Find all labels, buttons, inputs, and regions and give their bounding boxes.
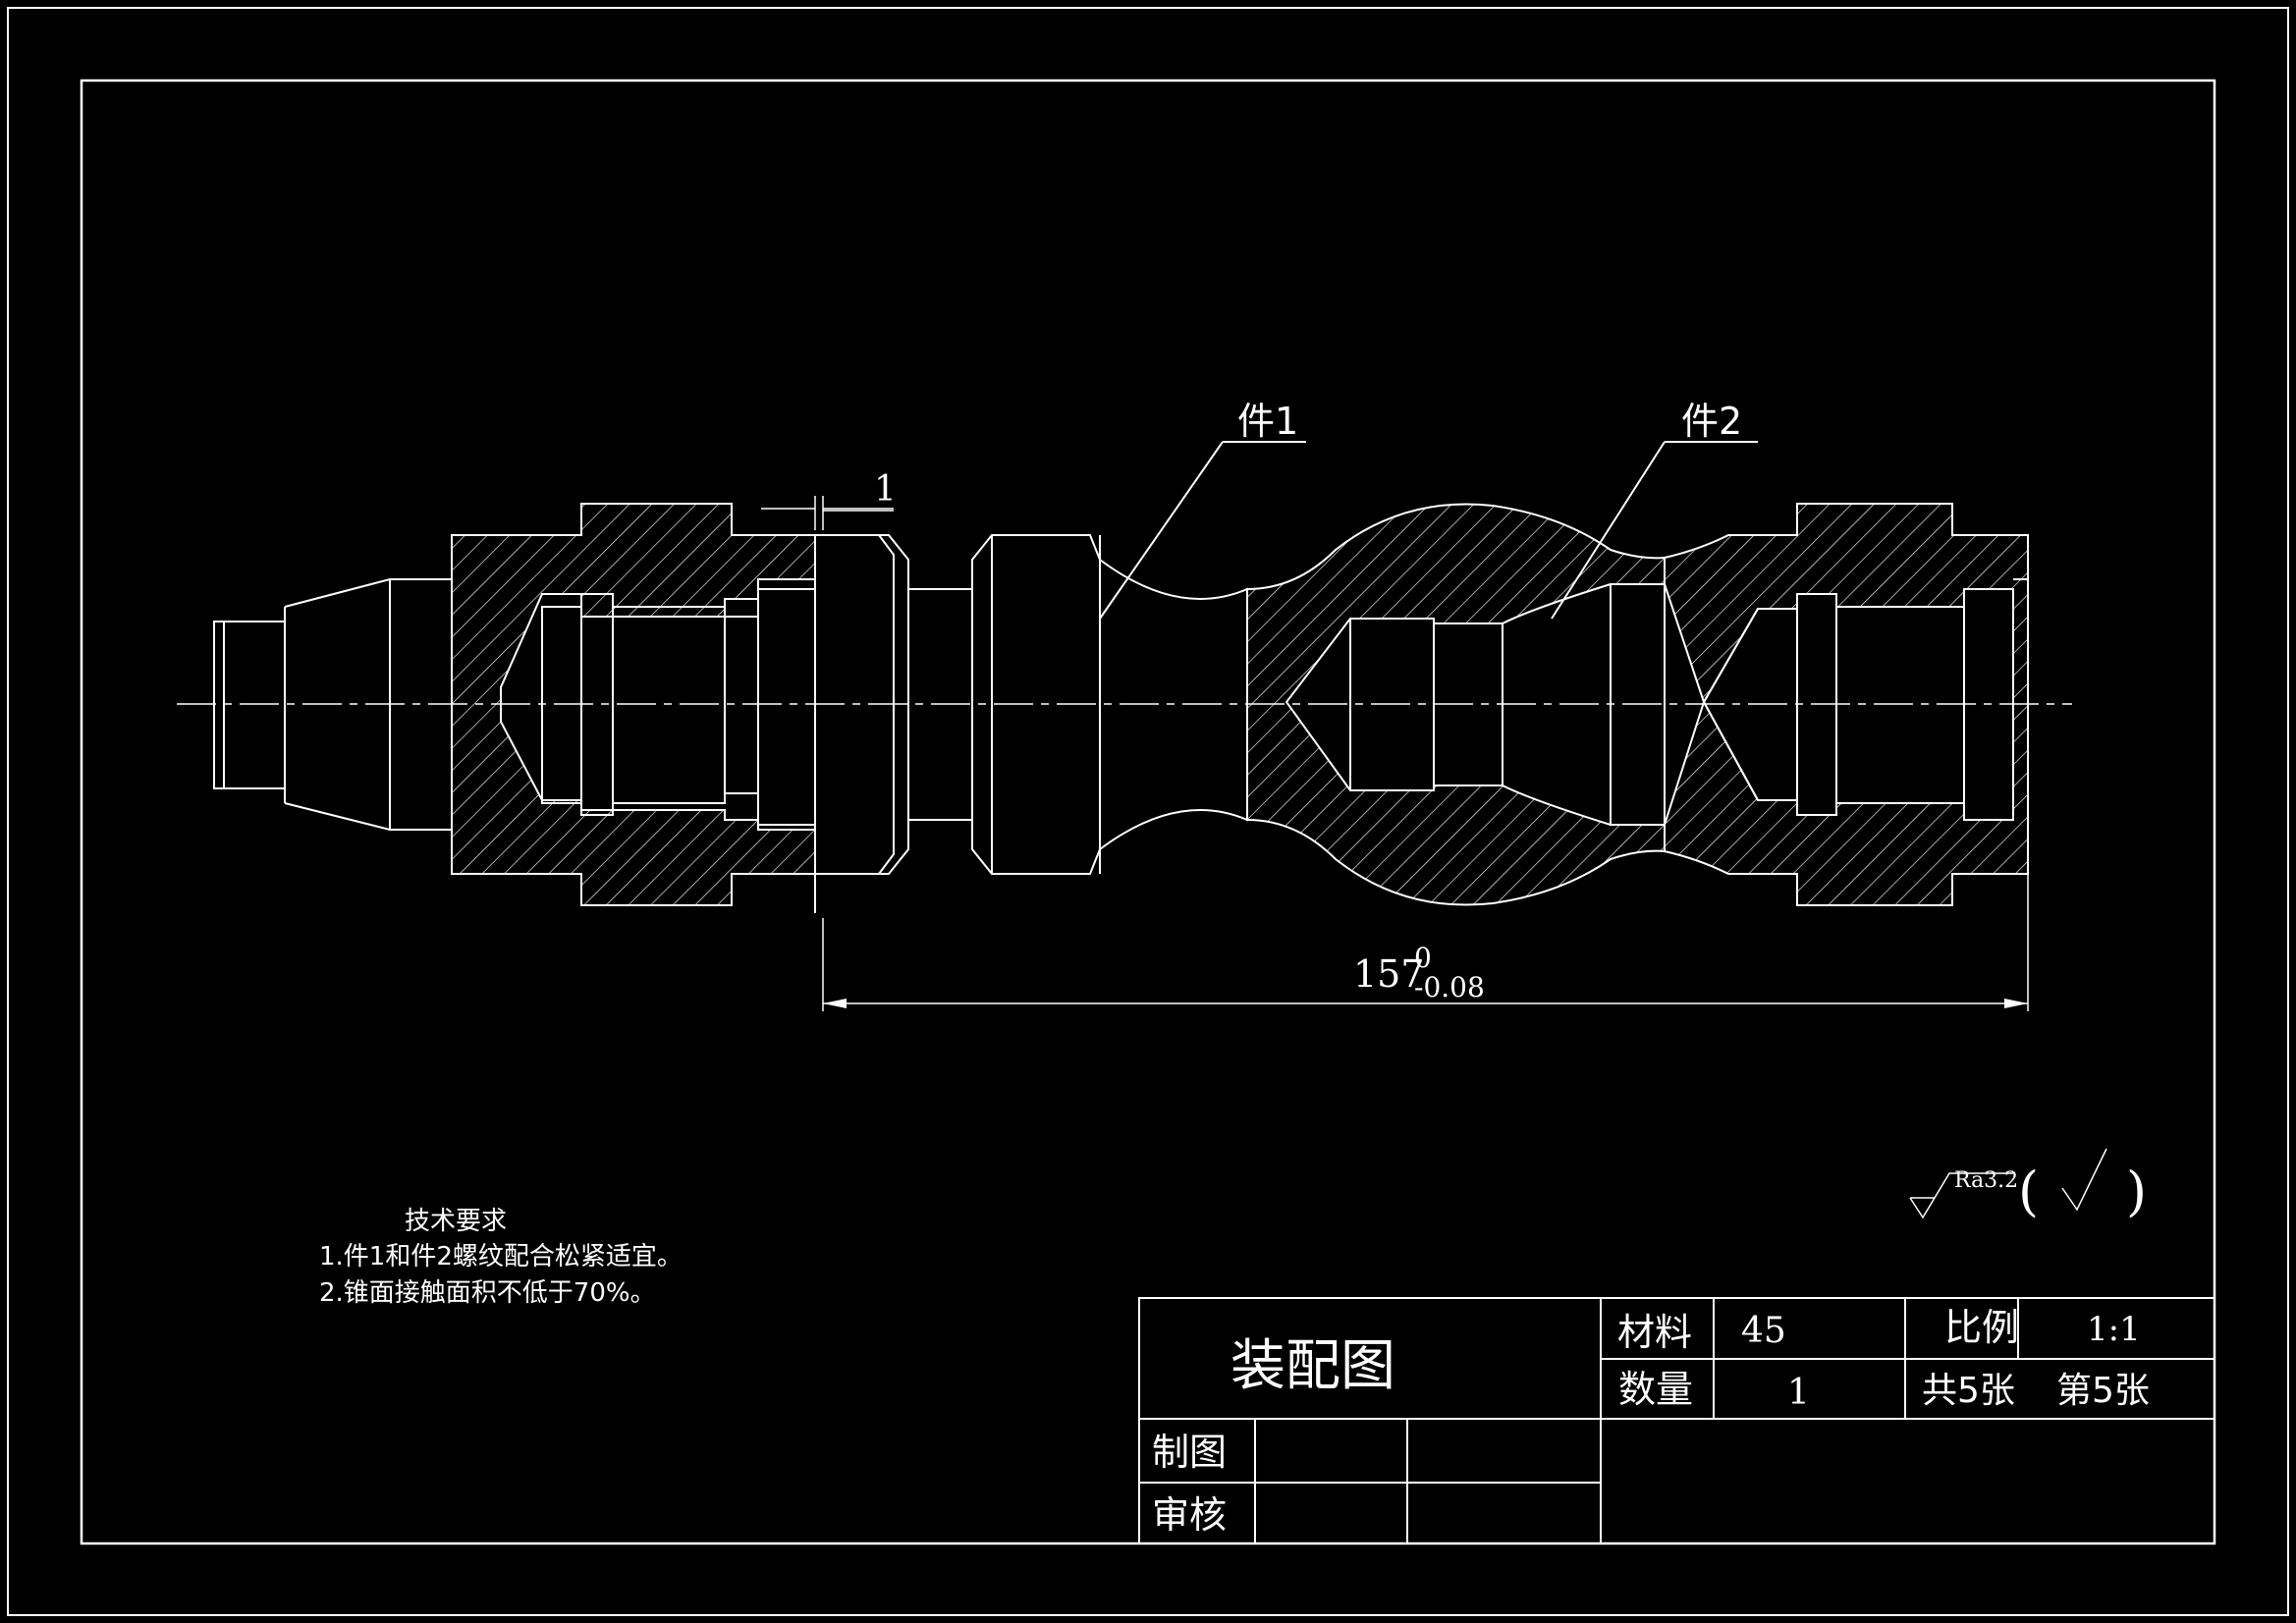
dimension-gap-value: 1: [874, 469, 897, 510]
surface-finish-symbol: [1909, 1148, 2107, 1219]
part-drawing: [177, 441, 2215, 1544]
sheets-total: 共5张: [1922, 1371, 2015, 1411]
sheet-number: 第5张: [2056, 1371, 2150, 1411]
tech-requirements-heading: 技术要求: [405, 1207, 507, 1236]
surface-finish-text: Ra3.2: [1954, 1168, 2018, 1193]
quantity-value: 1: [1787, 1373, 1810, 1413]
title-block-grid: [1138, 1297, 2215, 1544]
dimension-length-tol-lower: -0.08: [1414, 971, 1485, 1003]
dimension-lines: [761, 496, 2029, 1011]
material-value: 45: [1741, 1311, 1786, 1351]
dimension-length-base: 157: [1353, 952, 1425, 996]
tech-requirement-item: 1.件1和件2螺纹配合松紧适宜。: [319, 1242, 683, 1271]
quantity-label: 数量: [1618, 1368, 1693, 1411]
outer-border: [7, 7, 2289, 1616]
callout-part1: 件1: [1237, 400, 1298, 443]
tech-requirement-item: 2.锥面接触面积不低于70%。: [319, 1278, 656, 1308]
dimension-length-tol-upper: 0: [1414, 942, 1432, 974]
checked-by-label: 审核: [1152, 1493, 1227, 1537]
material-label: 材料: [1617, 1311, 1692, 1354]
scale-label: 比例: [1944, 1306, 2019, 1349]
surface-finish-bracket-right: ): [2126, 1161, 2147, 1222]
surface-finish-bracket-left: (: [2018, 1161, 2039, 1222]
callout-leaders: [1099, 441, 1758, 620]
callout-part2: 件2: [1681, 400, 1742, 443]
scale-value: 1:1: [2087, 1310, 2141, 1349]
drawn-by-label: 制图: [1152, 1431, 1227, 1474]
drawing-title: 装配图: [1230, 1334, 1395, 1398]
